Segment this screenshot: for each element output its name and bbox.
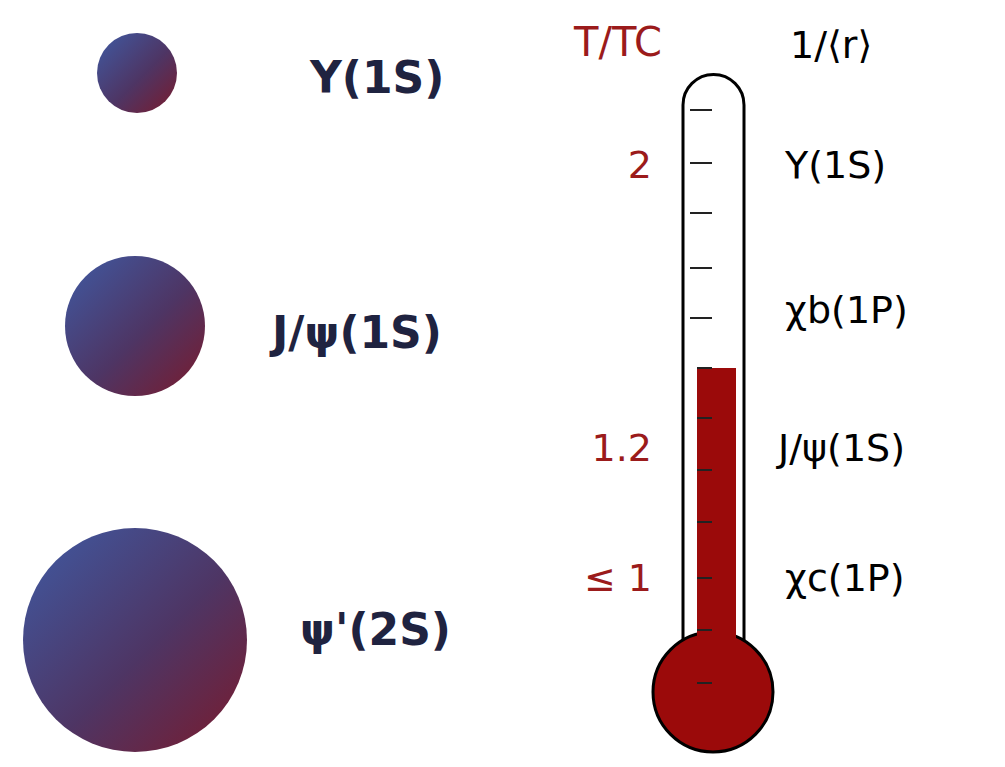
state-sphere [23,528,247,752]
tick-marks [690,110,712,683]
state-sphere-fill [23,528,247,752]
melting-state-label: J/ψ(1S) [778,429,905,467]
temperature-scale-label: 1.2 [592,429,652,467]
state-sphere-fill [65,256,205,396]
temperature-scale-label: ≤ 1 [584,559,652,597]
state-sphere [65,256,205,396]
melting-state-label: χc(1P) [785,559,905,597]
quarkonium-state: J/ψ(1S) [65,256,205,396]
state-label: J/ψ(1S) [272,311,442,355]
temperature-scale-label: 2 [628,146,652,184]
melting-state-label: 1/⟨r⟩ [790,26,872,64]
state-sphere-fill [97,33,177,113]
melting-state-label: Υ(1S) [785,146,886,184]
temperature-scale-label: T/TC [574,22,662,62]
moon-crescent [680,672,700,712]
quarkonium-state: ψ'(2S) [23,528,247,752]
mercury-column [697,368,736,658]
melting-state-label: χb(1P) [785,291,908,329]
state-label: ψ'(2S) [300,608,451,652]
quarkonium-state: Υ(1S) [97,33,177,113]
state-sphere [97,33,177,113]
state-label: Υ(1S) [310,56,444,100]
